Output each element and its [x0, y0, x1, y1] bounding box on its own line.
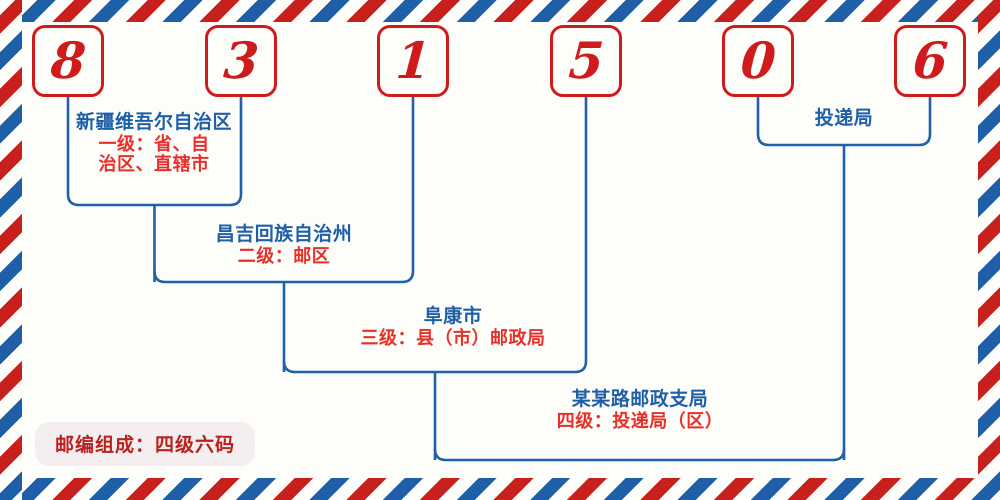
label-level-1-line1: 一级：省、自: [98, 134, 210, 156]
label-level-2-name: 昌吉回族自治州: [215, 223, 353, 245]
label-level-4-level: 四级：投递局（区）: [556, 411, 724, 433]
airmail-border-left: [0, 0, 22, 500]
airmail-border-right: [978, 0, 1000, 500]
postcode-digit-5: 0: [738, 31, 778, 90]
label-level-4-name: 某某路邮政支局: [571, 388, 709, 410]
postcode-digit-2: 3: [221, 31, 261, 90]
airmail-border-bottom: [0, 478, 1000, 500]
postcode-digit-box-1[interactable]: 8: [32, 25, 104, 97]
postcode-digit-1: 8: [48, 31, 88, 90]
postcode-digit-box-3[interactable]: 1: [377, 25, 449, 97]
postcode-digit-4: 5: [566, 31, 606, 90]
bracket-level-3: [282, 97, 588, 374]
label-level-2: 昌吉回族自治州 二级：邮区: [178, 223, 390, 268]
postcode-digit-box-2[interactable]: 3: [205, 25, 277, 97]
bracket-level-2: [153, 97, 415, 284]
label-level-2-level: 二级：邮区: [237, 246, 331, 268]
label-delivery-office-name: 投递局: [814, 107, 874, 129]
label-level-4: 某某路邮政支局 四级：投递局（区）: [495, 388, 785, 433]
postcode-digit-box-4[interactable]: 5: [550, 25, 622, 97]
postcode-digit-6: 6: [910, 31, 950, 90]
airmail-border-top: [0, 0, 1000, 22]
legend-badge: 邮编组成：四级六码: [35, 422, 256, 466]
postcode-digit-box-5[interactable]: 0: [722, 25, 794, 97]
postcode-digit-box-6[interactable]: 6: [894, 25, 966, 97]
label-level-3-level: 三级：县（市）邮政局: [360, 328, 546, 350]
label-level-3-name: 阜康市: [423, 305, 483, 327]
bracket-level-4: [433, 448, 846, 462]
label-level-1: 新疆维吾尔自治区 一级：省、自 治区、直辖市: [59, 111, 249, 176]
label-level-3: 阜康市 三级：县（市）邮政局: [308, 305, 598, 350]
label-level-1-name: 新疆维吾尔自治区: [75, 111, 232, 133]
postcode-digit-3: 1: [393, 31, 433, 90]
label-level-1-line2: 治区、直辖市: [98, 154, 210, 176]
label-delivery-office: 投递局: [784, 107, 904, 129]
